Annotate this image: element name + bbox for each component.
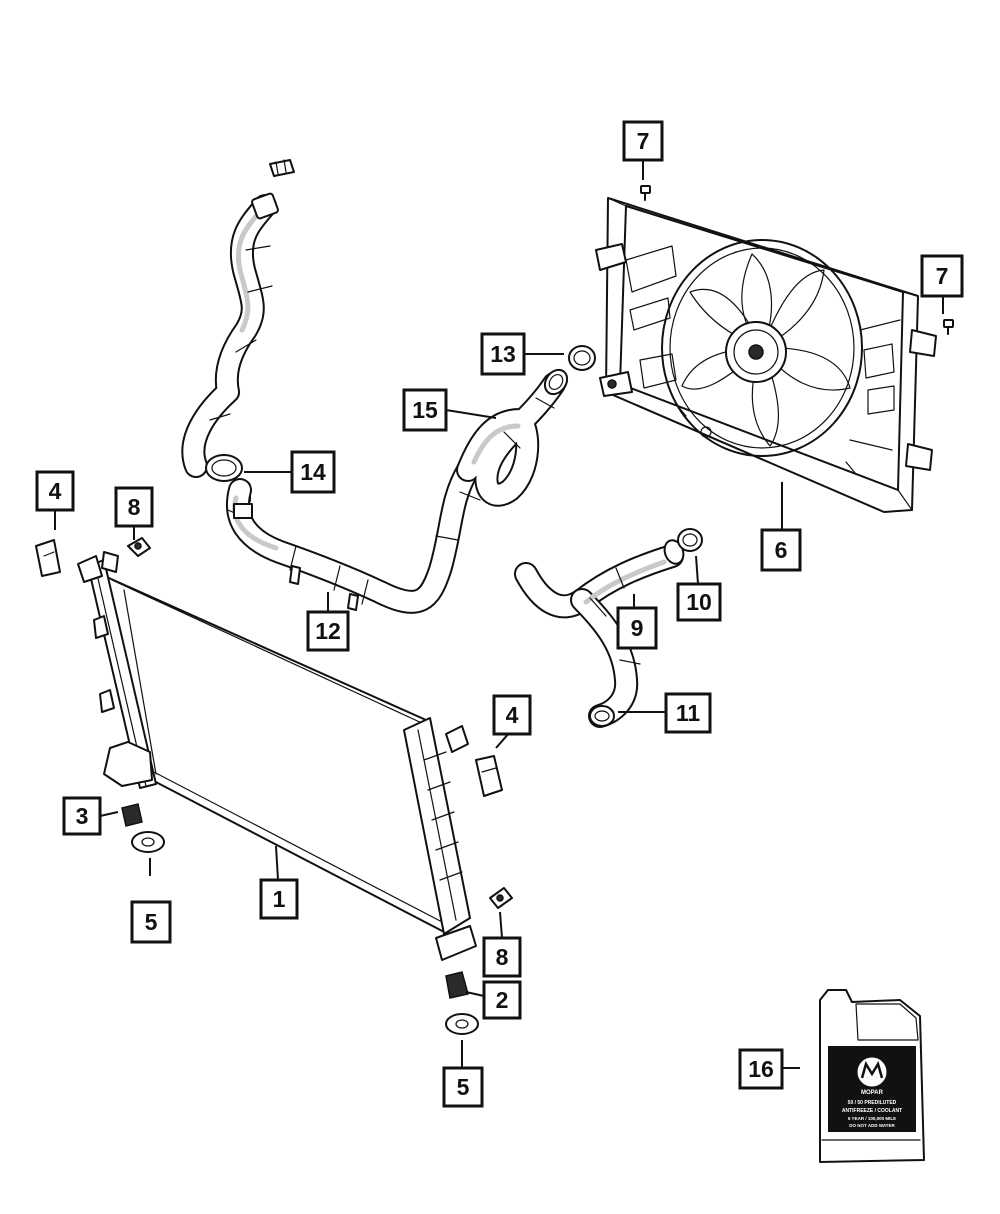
callout-13-label: 13 — [490, 341, 516, 367]
insulator-5-upper — [131, 831, 165, 853]
upper-radiator-hose — [181, 159, 295, 478]
callout-2-label: 2 — [496, 987, 509, 1013]
jug-line2-text: ANTIFREEZE / COOLANT — [842, 1108, 902, 1114]
mount-2 — [445, 971, 469, 999]
bushing-4-lower — [475, 755, 503, 797]
fan-shroud-bolt-right — [943, 319, 954, 335]
callout-4-lower: 4 — [492, 694, 532, 736]
callout-3-label: 3 — [76, 803, 89, 829]
callout-8-lower-label: 8 — [496, 944, 509, 970]
callout-8-upper: 8 — [114, 486, 154, 528]
mount-3 — [121, 803, 143, 827]
callout-8-lower: 8 — [482, 936, 522, 978]
jug-line3-text: 5 YEAR / 100,000 MILE — [848, 1116, 896, 1121]
callout-11: 11 — [664, 692, 712, 734]
callout-9-label: 9 — [631, 615, 644, 641]
callout-5-lower: 5 — [442, 1066, 484, 1108]
callout-10: 10 — [676, 582, 722, 622]
callout-5-lower-label: 5 — [457, 1074, 470, 1100]
radiator-lower-hose-12 — [226, 458, 480, 614]
callout-15-label: 15 — [412, 397, 438, 423]
callout-7-upper-label: 7 — [637, 128, 650, 154]
callout-6-label: 6 — [775, 537, 788, 563]
hose-end-11 — [589, 705, 615, 727]
callout-11-label: 11 — [676, 700, 701, 726]
callout-15: 15 — [402, 388, 448, 432]
callout-12: 12 — [306, 610, 350, 652]
callout-2: 2 — [482, 980, 522, 1020]
callout-1: 1 — [259, 878, 299, 920]
radiator-hose-9 — [514, 539, 685, 728]
hose-clamp-13 — [568, 345, 596, 371]
jug-line1-text: 50 / 50 PREDILUTED — [848, 1100, 897, 1106]
callout-8-upper-label: 8 — [128, 494, 141, 520]
callout-16: 16 — [738, 1048, 784, 1090]
callout-7-right-label: 7 — [936, 263, 949, 289]
fan-shroud-assembly — [595, 197, 937, 513]
jug-brand-text: MOPAR — [861, 1090, 884, 1096]
callout-3: 3 — [62, 796, 102, 836]
callout-9: 9 — [616, 606, 658, 650]
callout-4-upper-label: 4 — [49, 478, 62, 504]
drain-plug-8-lower — [489, 887, 513, 909]
bushing-4-upper — [35, 539, 61, 577]
callout-7-upper: 7 — [622, 120, 664, 162]
callout-5-upper: 5 — [130, 900, 172, 944]
leader-lines — [54, 160, 944, 1074]
callout-14-label: 14 — [300, 459, 326, 485]
radiator-hose-15 — [456, 368, 569, 507]
insulator-5-lower — [445, 1013, 479, 1035]
hose-clamp-10 — [677, 528, 703, 552]
callout-12-label: 12 — [315, 618, 341, 644]
callout-16-label: 16 — [748, 1056, 774, 1082]
fan-shroud-bolt-upper — [640, 185, 651, 201]
jug-line4-text: DO NOT ADD WATER — [849, 1123, 895, 1128]
radiator — [77, 551, 477, 961]
callout-5-upper-label: 5 — [145, 909, 158, 935]
callout-4-upper: 4 — [35, 470, 75, 512]
callout-14: 14 — [290, 450, 336, 494]
callout-6: 6 — [760, 528, 802, 572]
callout-10-label: 10 — [686, 589, 712, 615]
coolant-jug: MOPAR 50 / 50 PREDILUTED ANTIFREEZE / CO… — [819, 989, 925, 1163]
callout-1-label: 1 — [273, 886, 286, 912]
callout-4-lower-label: 4 — [506, 702, 519, 728]
callout-13: 13 — [480, 332, 526, 376]
drain-plug-8-upper — [127, 537, 151, 557]
callout-7-right: 7 — [920, 254, 964, 298]
